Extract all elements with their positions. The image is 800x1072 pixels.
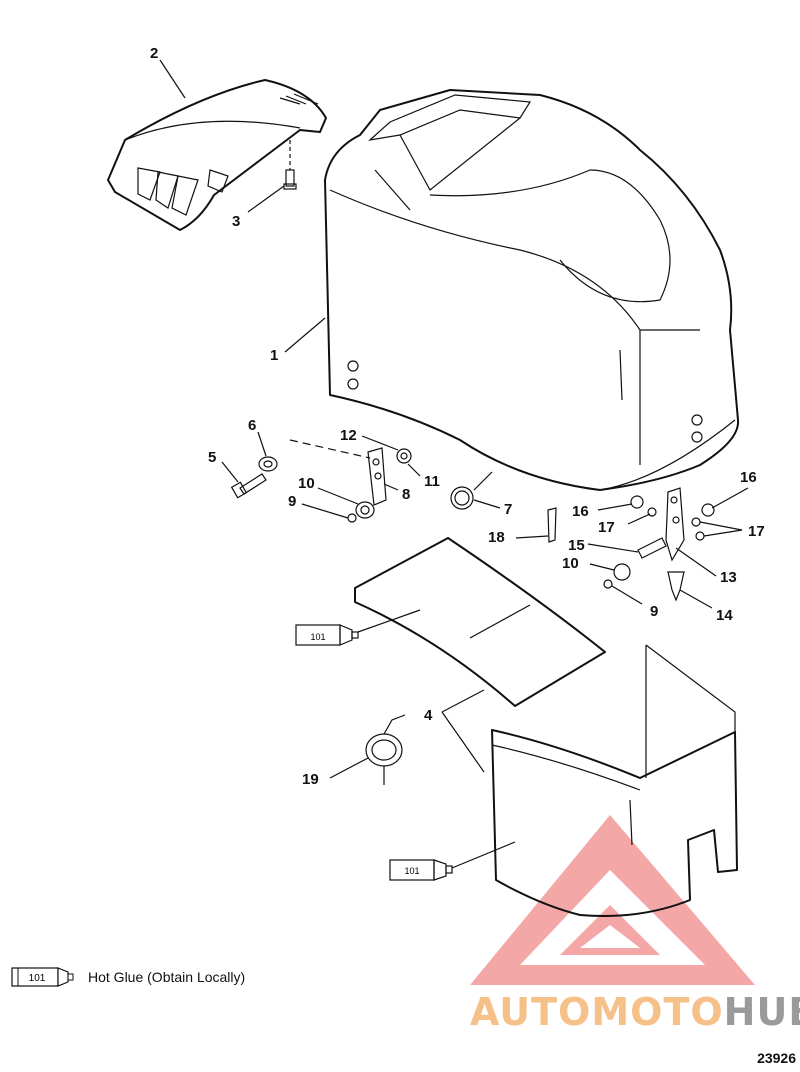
part-11-12-nut	[396, 448, 412, 464]
callout-6: 6	[248, 417, 256, 434]
callout-3: 3	[232, 213, 240, 230]
part-15-stud	[637, 537, 667, 559]
callout-17-right: 17	[748, 523, 765, 540]
callout-4: 4	[424, 707, 433, 724]
callout-14: 14	[716, 607, 733, 624]
part-9-washer-right	[603, 579, 613, 589]
part-14-bumper	[667, 571, 685, 602]
callout-13: 13	[720, 569, 737, 586]
legend-text: Hot Glue (Obtain Locally)	[88, 969, 246, 985]
callout-2: 2	[150, 45, 158, 62]
part-8-bracket	[367, 447, 387, 506]
hardware-parts	[230, 439, 715, 602]
callout-7: 7	[504, 501, 512, 518]
callout-11: 11	[424, 473, 440, 490]
part-13-latch	[665, 487, 685, 562]
leader-lines	[159, 59, 749, 869]
legend-tube-label: 101	[29, 973, 46, 984]
callout-9-left: 9	[288, 493, 296, 510]
watermark-part2: HUB	[723, 990, 800, 1034]
glue-tube-upper-label: 101	[310, 632, 325, 642]
part-7-plug	[450, 486, 474, 510]
callout-16-right: 16	[740, 469, 757, 486]
part-6-washer	[258, 456, 278, 472]
part-5-bolt	[230, 473, 267, 499]
watermark-part1: AUTOMOTO	[470, 990, 724, 1034]
callout-15: 15	[568, 537, 585, 554]
callout-16-left: 16	[572, 503, 589, 520]
callout-10-right: 10	[562, 555, 579, 572]
callout-10-left: 10	[298, 475, 315, 492]
part-17-washer-right-b	[695, 531, 705, 541]
glue-tube-lower-icon: 101	[389, 859, 453, 881]
watermark-brand: AUTOMOTOHUB	[470, 990, 800, 1034]
callout-17-left: 17	[598, 519, 615, 536]
callout-9-right: 9	[650, 603, 658, 620]
figure-number: 23926	[757, 1050, 796, 1066]
callout-19: 19	[302, 771, 319, 788]
callout-5: 5	[208, 449, 216, 466]
callout-12: 12	[340, 427, 357, 444]
callout-18: 18	[488, 529, 505, 546]
part-16-nut-left	[630, 495, 644, 509]
part-10-grommet-left	[355, 501, 375, 519]
callout-numbers: 2 3 1 6 12 5 11 10 8 9 7 16 16 17 17 18 …	[150, 45, 765, 788]
part-17-washer-right-a	[691, 517, 701, 527]
part-19-harness	[365, 714, 406, 785]
part-10-grommet-right	[613, 563, 631, 581]
callout-1: 1	[270, 347, 278, 364]
glue-tube-lower-label: 101	[404, 866, 419, 876]
part-4-foam-lower-liner	[491, 644, 738, 917]
watermark-triangle-logo	[470, 815, 755, 985]
legend: 101 Hot Glue (Obtain Locally)	[10, 966, 245, 988]
glue-tube-legend-icon: 101	[11, 967, 74, 987]
part-3-screw	[283, 140, 297, 190]
part-16-nut-right	[701, 503, 715, 517]
glue-tube-upper-icon: 101	[295, 624, 359, 646]
part-18-clip	[547, 507, 557, 543]
part-4-foam-top-panel	[354, 537, 606, 707]
callout-8: 8	[402, 486, 410, 503]
part-17-washer-left	[647, 507, 657, 517]
part-1-main-cowl	[324, 89, 740, 491]
part-2-top-cover	[107, 79, 327, 231]
part-9-washer-left	[347, 513, 357, 523]
